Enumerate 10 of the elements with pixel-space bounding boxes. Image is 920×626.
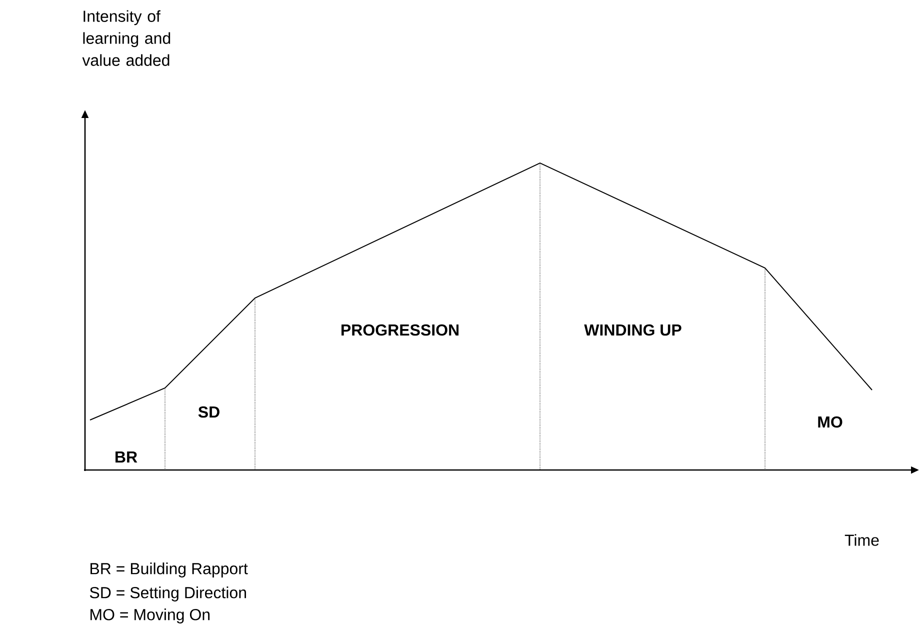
- note-text: MO = Moving On: [90, 608, 210, 624]
- note-text: SD = Setting Direction: [90, 586, 246, 602]
- phase-label: WINDING UP: [584, 324, 682, 336]
- phase-label: PROGRESSION: [342, 324, 458, 336]
- note-text: BR = Building Rapport: [90, 562, 248, 578]
- axis-label: Intensity of learning and value added: [82, 10, 170, 66]
- phase-label: MO: [818, 416, 842, 428]
- phase-label: BR: [116, 452, 138, 462]
- axis-label: Time: [844, 534, 879, 546]
- phase-label: SD: [198, 406, 220, 418]
